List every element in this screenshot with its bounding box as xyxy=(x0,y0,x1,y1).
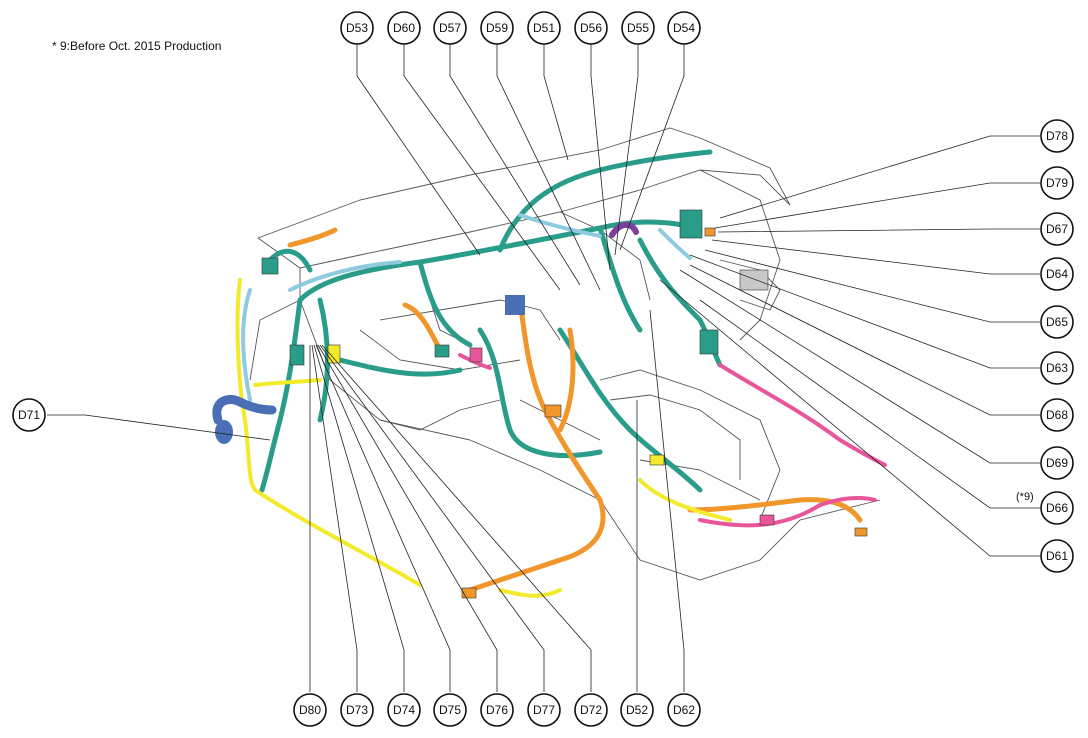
callout-label-d65: D65 xyxy=(1046,315,1068,329)
callout-label-d68: D68 xyxy=(1046,408,1068,422)
callout-label-d72: D72 xyxy=(580,703,602,717)
callout-label-d52: D52 xyxy=(626,703,648,717)
callout-label-d66: D66 xyxy=(1046,501,1068,515)
harness-yellow xyxy=(235,278,732,598)
callout-label-d78: D78 xyxy=(1046,129,1068,143)
harness-orange xyxy=(287,227,863,593)
callout-label-d80: D80 xyxy=(299,703,321,717)
callout-label-d53: D53 xyxy=(346,21,368,35)
before-production-note: (*9) xyxy=(1016,491,1034,503)
callout-labels-bottom: D80 D73 D74 D75 D76 D77 D72 D52 D62 xyxy=(299,703,695,717)
footnote: * 9:Before Oct. 2015 Production xyxy=(52,39,222,53)
callout-labels-left: D71 xyxy=(18,408,40,422)
harness-light-blue xyxy=(241,213,692,402)
callout-label-d64: D64 xyxy=(1046,267,1068,281)
purple-part xyxy=(609,221,639,238)
connector-blocks xyxy=(261,209,868,599)
callout-label-d74: D74 xyxy=(393,703,415,717)
callout-label-d61: D61 xyxy=(1046,549,1068,563)
leader-lines xyxy=(47,44,1040,692)
harness-main-teal xyxy=(259,149,723,493)
callout-labels-top: D53 D60 D57 D59 D51 D56 D55 D54 xyxy=(346,21,695,35)
callout-label-d76: D76 xyxy=(486,703,508,717)
callouts-left xyxy=(12,398,46,432)
blue-part xyxy=(212,295,525,444)
callouts-top xyxy=(340,11,701,45)
callout-label-d77: D77 xyxy=(533,703,555,717)
dashboard-outline xyxy=(249,127,881,581)
callout-label-d55: D55 xyxy=(627,21,649,35)
callout-label-d73: D73 xyxy=(346,703,368,717)
callout-label-d54: D54 xyxy=(673,21,695,35)
callout-labels-right: D78 D79 D67 D64 D65 D63 D68 D69 D66 D61 xyxy=(1046,129,1068,563)
callout-label-d71: D71 xyxy=(18,408,40,422)
callouts-bottom xyxy=(293,693,701,727)
callout-label-d56: D56 xyxy=(580,21,602,35)
callout-label-d63: D63 xyxy=(1046,361,1068,375)
callout-label-d75: D75 xyxy=(439,703,461,717)
callout-label-d60: D60 xyxy=(393,21,415,35)
callout-label-d51: D51 xyxy=(533,21,555,35)
callout-label-d62: D62 xyxy=(673,703,695,717)
callouts-right xyxy=(1040,119,1074,573)
callout-label-d59: D59 xyxy=(486,21,508,35)
callout-label-d69: D69 xyxy=(1046,456,1068,470)
callout-label-d57: D57 xyxy=(439,21,461,35)
callout-label-d79: D79 xyxy=(1046,176,1068,190)
callout-label-d67: D67 xyxy=(1046,222,1068,236)
